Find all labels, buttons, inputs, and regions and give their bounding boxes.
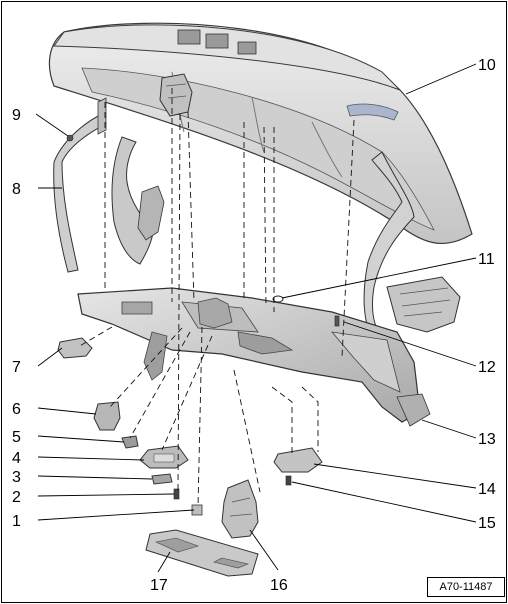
handle-strip	[145, 529, 259, 577]
reference-code: A70-11487	[427, 577, 505, 597]
lid-hinge-left	[53, 97, 165, 273]
callout-10: 10	[478, 57, 496, 74]
lid-hinge-right	[363, 151, 461, 343]
retainer	[334, 315, 340, 327]
boot-light	[139, 445, 189, 469]
rear-trim-panel	[77, 287, 431, 427]
clip-eye	[272, 295, 284, 303]
callout-4: 4	[12, 450, 21, 467]
screw-module	[285, 475, 292, 486]
callout-labels: 1 2 3 4 5 6 7 8 9 10 11 12 13 14 15 16 1…	[12, 57, 496, 594]
control-module	[273, 447, 323, 473]
leader-lines	[35, 63, 477, 573]
retaining-clip	[121, 435, 139, 449]
callout-11: 11	[478, 251, 495, 268]
callout-1: 1	[12, 513, 21, 530]
callout-3: 3	[12, 469, 21, 486]
callout-8: 8	[12, 181, 21, 198]
lid-lock	[221, 479, 259, 539]
cover-cap	[93, 401, 121, 431]
screw-small	[173, 488, 180, 500]
callout-6: 6	[12, 401, 21, 418]
callout-14: 14	[478, 481, 496, 498]
callout-7: 7	[12, 359, 21, 376]
callout-13: 13	[478, 431, 496, 448]
callout-2: 2	[12, 489, 21, 506]
callout-16: 16	[270, 577, 288, 594]
callout-12: 12	[478, 359, 496, 376]
callout-9: 9	[12, 107, 21, 124]
callout-5: 5	[12, 429, 21, 446]
grab-handle	[57, 337, 93, 359]
callout-15: 15	[478, 515, 496, 532]
bolt-hinge	[66, 134, 74, 142]
assembly-lines	[77, 88, 355, 508]
bulb	[151, 473, 173, 485]
callout-17: 17	[150, 577, 168, 594]
